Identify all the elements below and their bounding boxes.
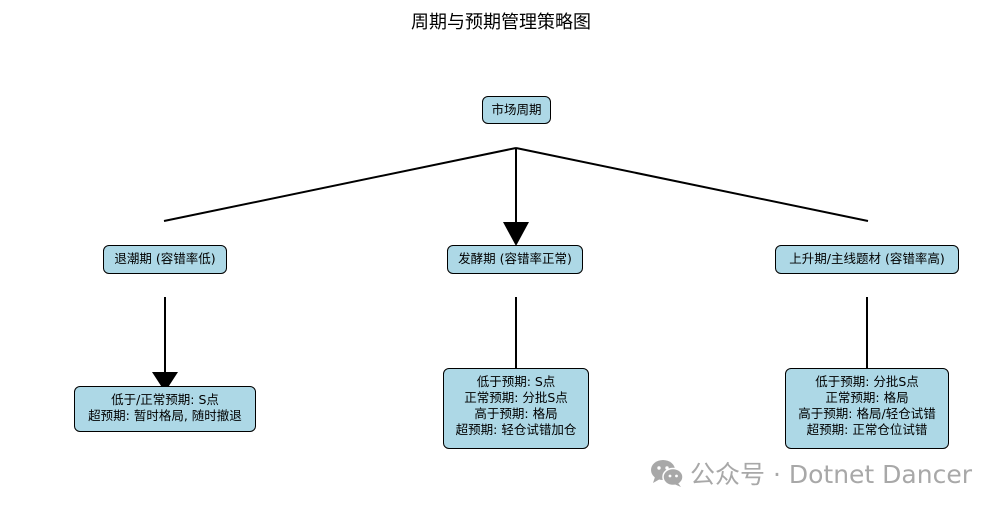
- ebb-strategy-line-2: 超预期: 暂时格局, 随时撤退: [88, 408, 242, 423]
- node-ebb-strategy: 低于/正常预期: S点 超预期: 暂时格局, 随时撤退: [74, 386, 256, 432]
- edge-root-ebb: [163, 147, 517, 222]
- node-rise-period: 上升期/主线题材 (容错率高): [775, 245, 959, 274]
- rise-strategy-line-4: 超预期: 正常仓位试错: [806, 422, 928, 437]
- node-rise-period-label: 上升期/主线题材 (容错率高): [789, 251, 945, 266]
- rise-strategy-line-1: 低于预期: 分批S点: [815, 374, 919, 389]
- ferment-strategy-line-1: 低于预期: S点: [476, 374, 556, 389]
- arrowhead-ebb: [152, 372, 178, 392]
- ferment-strategy-line-3: 高于预期: 格局: [474, 406, 558, 421]
- rise-strategy-line-3: 高于预期: 格局/轻仓试错: [798, 406, 936, 421]
- diagram-title: 周期与预期管理策略图: [411, 12, 591, 33]
- node-ebb-period-label: 退潮期 (容错率低): [114, 251, 216, 266]
- watermark-text: 公众号 · Dotnet Dancer: [690, 460, 972, 489]
- ferment-strategy-line-4: 超预期: 轻仓试错加仓: [455, 422, 577, 437]
- node-ferment-period: 发酵期 (容错率正常): [447, 245, 583, 274]
- node-rise-strategy: 低于预期: 分批S点 正常预期: 格局 高于预期: 格局/轻仓试错 超预期: 正…: [785, 368, 949, 449]
- ferment-strategy-line-2: 正常预期: 分批S点: [464, 390, 568, 405]
- watermark: 公众号 · Dotnet Dancer: [650, 455, 972, 491]
- edge-root-rise: [515, 147, 869, 222]
- node-market-cycle: 市场周期: [482, 96, 551, 124]
- node-ebb-period: 退潮期 (容错率低): [103, 245, 227, 274]
- ebb-strategy-line-1: 低于/正常预期: S点: [111, 392, 219, 407]
- wechat-icon: [651, 460, 684, 487]
- rise-strategy-line-2: 正常预期: 格局: [825, 390, 909, 405]
- node-market-cycle-label: 市场周期: [491, 102, 542, 117]
- node-ferment-strategy: 低于预期: S点 正常预期: 分批S点 高于预期: 格局 超预期: 轻仓试错加仓: [443, 368, 589, 449]
- node-ferment-period-label: 发酵期 (容错率正常): [458, 251, 572, 266]
- arrowhead-ferment: [503, 222, 529, 246]
